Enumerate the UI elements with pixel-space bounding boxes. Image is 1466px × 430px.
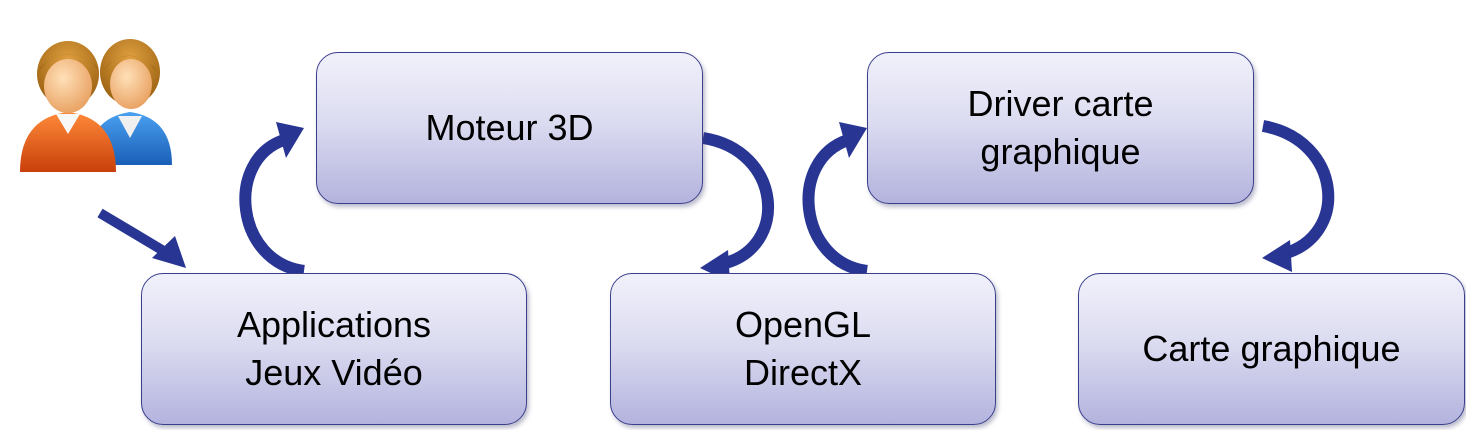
node-carte-graphique: Carte graphique	[1078, 273, 1465, 425]
users-icon	[20, 39, 172, 172]
arrow-applications-to-moteur	[239, 122, 306, 277]
arrow-moteur-to-opengl	[700, 132, 775, 282]
node-driver-carte-graphique: Driver carte graphique	[867, 52, 1254, 204]
node-applications-jeux-video: Applications Jeux Vidéo	[141, 273, 527, 425]
node-driver-label-line1: Driver carte	[967, 83, 1154, 124]
node-moteur-3d: Moteur 3D	[316, 52, 703, 204]
arrow-opengl-to-driver	[802, 122, 869, 277]
arrow-users-to-applications	[97, 208, 186, 268]
node-applications-label-line1: Applications	[236, 304, 432, 345]
arrow-driver-to-carte	[1261, 120, 1335, 272]
node-opengl-directx: OpenGL DirectX	[610, 273, 996, 425]
node-opengl-label-line2: DirectX	[743, 352, 863, 393]
node-driver-label-line2: graphique	[980, 131, 1141, 172]
node-moteur-3d-label: Moteur 3D	[425, 107, 594, 148]
node-opengl-label-line1: OpenGL	[734, 304, 872, 345]
node-carte-graphique-label: Carte graphique	[1142, 328, 1401, 369]
node-applications-label-line2: Jeux Vidéo	[245, 352, 423, 393]
